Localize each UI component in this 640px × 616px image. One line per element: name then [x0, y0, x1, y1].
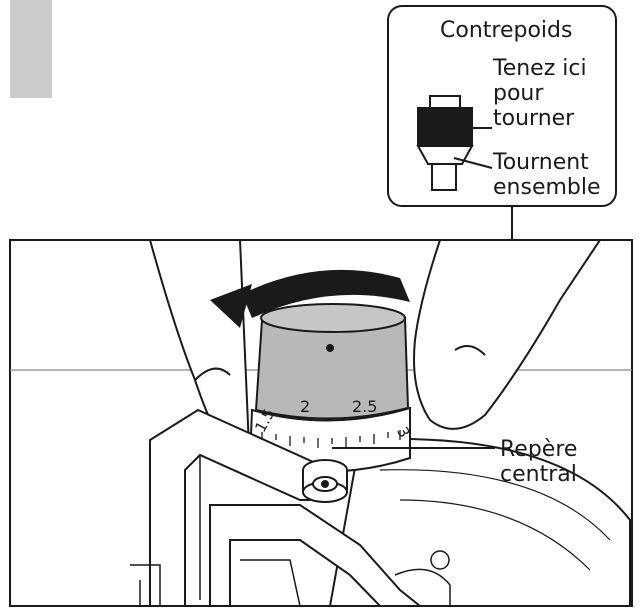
section-tab	[10, 0, 52, 98]
together-leader	[453, 157, 493, 169]
hand-right	[413, 240, 602, 430]
center-mark-label: Repère central	[500, 437, 578, 487]
tonearm-frame	[209, 504, 422, 606]
rotate-together-label: Tournent ensemble	[493, 150, 601, 200]
dial-label-2-5: 2.5	[352, 397, 377, 416]
hold-here-label: Tenez ici pour tourner	[493, 56, 587, 131]
tonearm-bracket	[149, 408, 322, 606]
dial-ticks	[261, 430, 401, 448]
platter	[328, 438, 631, 606]
callout-title: Contrepoids	[440, 18, 573, 43]
rotation-arrow	[242, 269, 410, 318]
dial-label-2: 2	[300, 397, 310, 416]
